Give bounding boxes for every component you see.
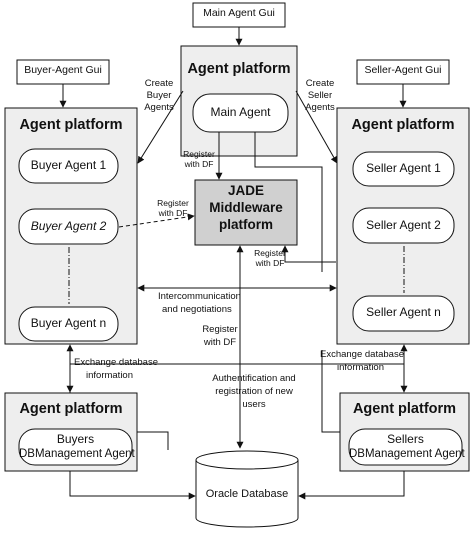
main-to-intercom-line <box>254 132 323 272</box>
buyers-db-agent-line1: Buyers <box>56 432 95 446</box>
sellers-db-agent-box <box>348 428 463 466</box>
create-buyer-line1: Create <box>144 78 174 89</box>
seller-platform-title: Agent platform <box>351 117 455 133</box>
auth-line2: registration of new <box>215 386 293 397</box>
main-agent-label: Main Agent <box>210 105 271 119</box>
main-platform-title: Agent platform <box>187 61 291 77</box>
buyers-to-oracle-arrow <box>69 471 196 500</box>
create-buyer-line3: Agents <box>144 102 174 113</box>
buyer-agent-n-box <box>18 306 119 342</box>
seller-agent-2-box <box>352 207 455 244</box>
buyers-db-platform-title: Agent platform <box>19 401 123 417</box>
create-buyer-arrow <box>137 90 184 164</box>
buyer-agent-2-label: Buyer Agent 2 <box>30 219 107 233</box>
auth-line1: Authentification and <box>212 373 296 384</box>
buyer-agent-2-box <box>18 208 119 245</box>
create-buyer-line2: Buyer <box>146 90 172 101</box>
seller-agent-n-label: Seller Agent n <box>366 305 441 319</box>
register-buyer-line1: Register <box>157 198 189 208</box>
exchange-right-line2: information <box>337 362 384 373</box>
buyer-agent-n-label: Buyer Agent n <box>30 316 107 330</box>
auth-line3: users <box>242 399 266 410</box>
register-main-line1: Register <box>183 149 215 159</box>
sellers-platform-to-auth-line <box>321 350 340 433</box>
buyer-agent-gui-label: Buyer-Agent Gui <box>24 64 102 76</box>
intercom-line1: Intercommunication <box>158 291 241 302</box>
jade-line2: Middleware <box>209 200 283 215</box>
jade-line1: JADE <box>227 183 264 198</box>
register-seller-line1: Register <box>254 248 286 258</box>
jade-line3: platform <box>219 217 273 232</box>
main-agent-box <box>192 93 289 133</box>
register-main-line2: with DF <box>184 159 214 169</box>
register-buyer-line2: with DF <box>158 208 188 218</box>
db-register-arrow <box>69 245 244 393</box>
buyer-agent-1-box <box>18 148 119 184</box>
oracle-database-label: Oracle Database <box>205 488 289 500</box>
main-agent-gui-label: Main Agent Gui <box>203 7 275 19</box>
create-seller-line3: Agents <box>305 102 335 113</box>
buyers-platform-to-auth-line <box>137 431 169 450</box>
sellers-db-agent-line2: DBManagement Agent <box>349 448 465 460</box>
seller-register-arrow <box>281 245 336 263</box>
create-seller-line2: Seller <box>307 90 333 101</box>
buyers-db-agent-box <box>18 428 133 466</box>
sellers-db-platform-title: Agent platform <box>352 401 457 417</box>
sellers-db-agent-line1: Sellers <box>387 432 424 446</box>
register-bottom-line1: Register <box>202 324 238 335</box>
seller-agent-1-label: Seller Agent 1 <box>366 161 441 175</box>
create-seller-line1: Create <box>305 78 335 89</box>
oracle-database-cylinder <box>195 450 299 528</box>
seller-agent-n-box <box>352 295 455 332</box>
buyer-register-arrow <box>118 213 195 228</box>
exchange-right-line1: Exchange database <box>320 349 404 360</box>
register-seller-line2: with DF <box>255 258 285 268</box>
exchange-left-line2: information <box>86 370 133 381</box>
buyers-db-agent-line2: DBManagement Agent <box>19 448 135 460</box>
seller-agent-2-label: Seller Agent 2 <box>366 218 441 232</box>
exchange-left-line1: Exchange database <box>74 357 158 368</box>
jade-middleware-box <box>194 179 298 246</box>
intercom-line2: and negotiations <box>162 304 232 315</box>
seller-agent-1-box <box>352 151 455 187</box>
buyer-agent-1-label: Buyer Agent 1 <box>30 158 107 172</box>
register-bottom-line2: with DF <box>203 337 237 348</box>
buyer-agent-gui-box <box>16 59 110 85</box>
main-agent-gui-box <box>192 2 286 28</box>
create-seller-arrow <box>295 90 338 164</box>
seller-agent-gui-label: Seller-Agent Gui <box>364 64 442 76</box>
buyer-platform-title: Agent platform <box>19 117 123 133</box>
sellers-to-oracle-arrow <box>298 471 405 500</box>
